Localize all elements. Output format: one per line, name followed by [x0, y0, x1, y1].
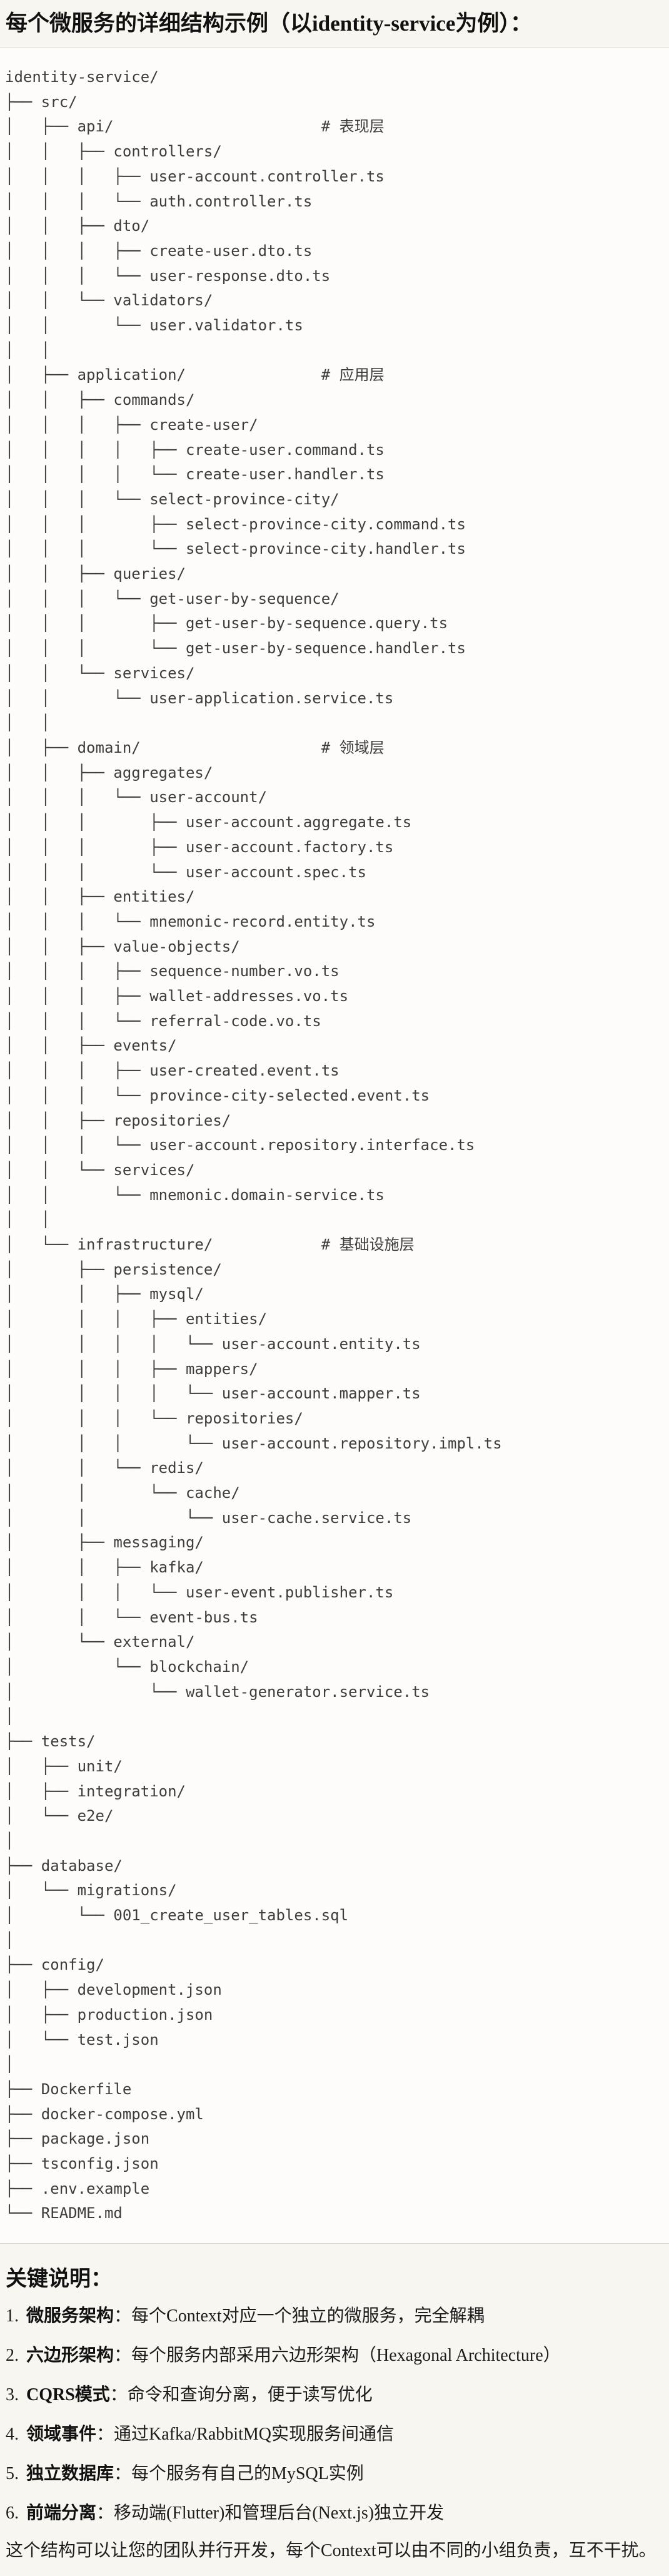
note-item-1: 1. 微服务架构：每个Context对应一个独立的微服务，完全解耦	[6, 2306, 664, 2327]
note-label: 前端分离	[26, 2503, 97, 2523]
directory-tree: identity-service/ ├── src/ │ ├── api/ # …	[5, 68, 502, 2222]
note-item-2: 2. 六边形架构：每个服务内部采用六边形架构（Hexagonal Architec…	[6, 2345, 664, 2366]
note-text: ：通过Kafka/RabbitMQ实现服务间通信	[96, 2425, 394, 2445]
note-label: 独立数据库	[26, 2464, 114, 2484]
note-label: 微服务架构	[26, 2306, 114, 2326]
note-text: ：命令和查询分离，便于读写优化	[109, 2385, 373, 2405]
note-number: 5.	[6, 2464, 19, 2484]
notes-section: 关键说明： 1. 微服务架构：每个Context对应一个独立的微服务，完全解耦 2…	[0, 2264, 669, 2562]
note-number: 1.	[6, 2306, 19, 2326]
note-item-5: 5. 独立数据库：每个服务有自己的MySQL实例	[6, 2463, 664, 2485]
note-text: ：每个服务内部采用六边形架构（Hexagonal Architecture）	[114, 2346, 561, 2366]
page-title: 每个微服务的详细结构示例（以identity-service为例）：	[6, 11, 532, 36]
note-label: CQRS模式	[26, 2385, 110, 2405]
note-item-4: 4. 领域事件：通过Kafka/RabbitMQ实现服务间通信	[6, 2424, 664, 2445]
note-number: 2.	[6, 2346, 19, 2366]
code-block: identity-service/ ├── src/ │ ├── api/ # …	[0, 48, 669, 2244]
note-item-3: 3. CQRS模式：命令和查询分离，便于读写优化	[6, 2385, 664, 2406]
note-text: ：移动端(Flutter)和管理后台(Next.js)独立开发	[96, 2503, 445, 2523]
note-number: 3.	[6, 2385, 19, 2405]
notes-heading: 关键说明：	[6, 2268, 112, 2291]
note-item-6: 6. 前端分离：移动端(Flutter)和管理后台(Next.js)独立开发	[6, 2503, 664, 2524]
note-text: ：每个Context对应一个独立的微服务，完全解耦	[114, 2306, 485, 2326]
note-label: 六边形架构	[26, 2346, 114, 2366]
note-number: 4.	[6, 2425, 19, 2445]
note-label: 领域事件	[26, 2425, 97, 2445]
note-text: ：每个服务有自己的MySQL实例	[114, 2464, 364, 2484]
note-number: 6.	[6, 2503, 19, 2523]
summary-paragraph: 这个结构可以让您的团队并行开发，每个Context可以由不同的小组负责，互不干扰…	[6, 2541, 656, 2561]
